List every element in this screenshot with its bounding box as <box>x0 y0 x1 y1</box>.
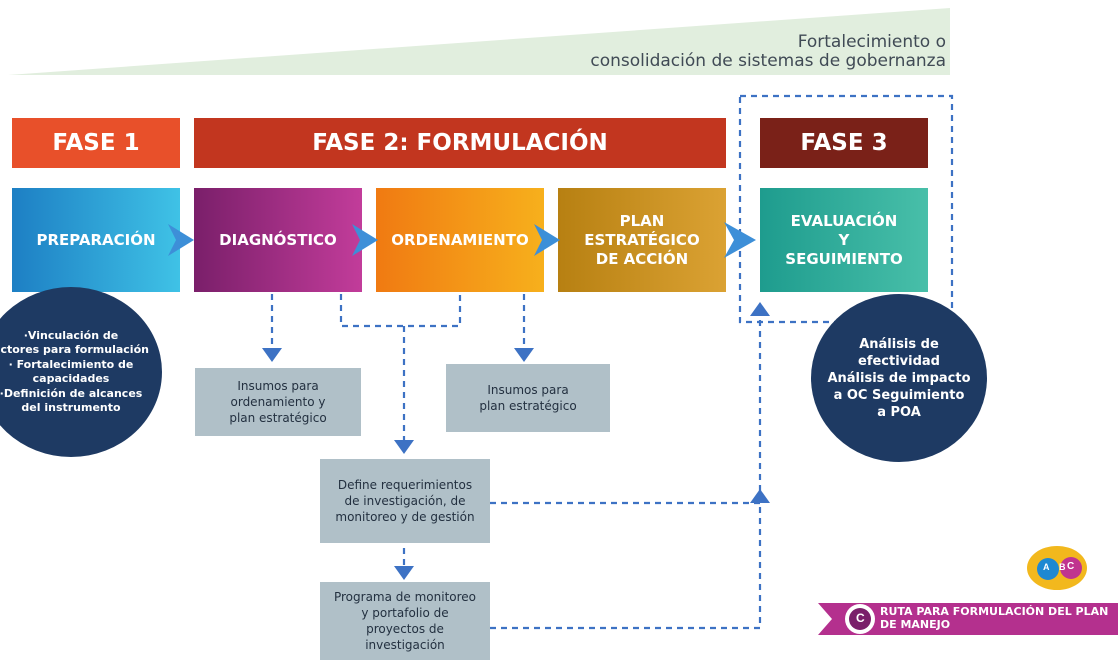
abc-badge-icon <box>1027 546 1087 590</box>
step-evaluacion: EVALUACIÓN Y SEGUIMIENTO <box>760 188 928 292</box>
chevron-arrow-1 <box>168 224 194 256</box>
chevron-arrow-3 <box>534 224 560 256</box>
phase-1-header: FASE 1 <box>12 118 180 168</box>
step-diagnostico: DIAGNÓSTICO <box>194 188 362 292</box>
chevron-arrow-4 <box>724 222 756 258</box>
phase-3-header: FASE 3 <box>760 118 928 168</box>
insumos-ordenamiento-box: Insumos para ordenamiento y plan estraté… <box>195 368 361 436</box>
chevron-arrow-2 <box>352 224 378 256</box>
governance-wedge <box>8 8 950 75</box>
ruta-tag-letter: C <box>856 611 865 625</box>
badge-letter-c: C <box>1067 561 1075 572</box>
ruta-banner-shape <box>818 603 1118 635</box>
badge-letter-b: B <box>1059 562 1066 572</box>
step-plan-estrategico: PLAN ESTRATÉGICO DE ACCIÓN <box>558 188 726 292</box>
preparation-activities-circle: ·Vinculación de actores para formulación… <box>0 287 162 457</box>
ruta-label: RUTA PARA FORMULACIÓN DEL PLAN DE MANEJO <box>880 605 1109 631</box>
insumos-plan-box: Insumos para plan estratégico <box>446 364 610 432</box>
phase-2-header: FASE 2: FORMULACIÓN <box>194 118 726 168</box>
governance-label: Fortalecimiento o consolidación de siste… <box>590 32 946 71</box>
evaluation-activities-circle: Análisis de efectividad Análisis de impa… <box>811 294 987 462</box>
programa-box: Programa de monitoreo y portafolio de pr… <box>320 582 490 660</box>
step-preparacion: PREPARACIÓN <box>12 188 180 292</box>
requerimientos-box: Define requerimientos de investigación, … <box>320 459 490 543</box>
badge-letter-a: A <box>1043 562 1050 572</box>
step-ordenamiento: ORDENAMIENTO <box>376 188 544 292</box>
